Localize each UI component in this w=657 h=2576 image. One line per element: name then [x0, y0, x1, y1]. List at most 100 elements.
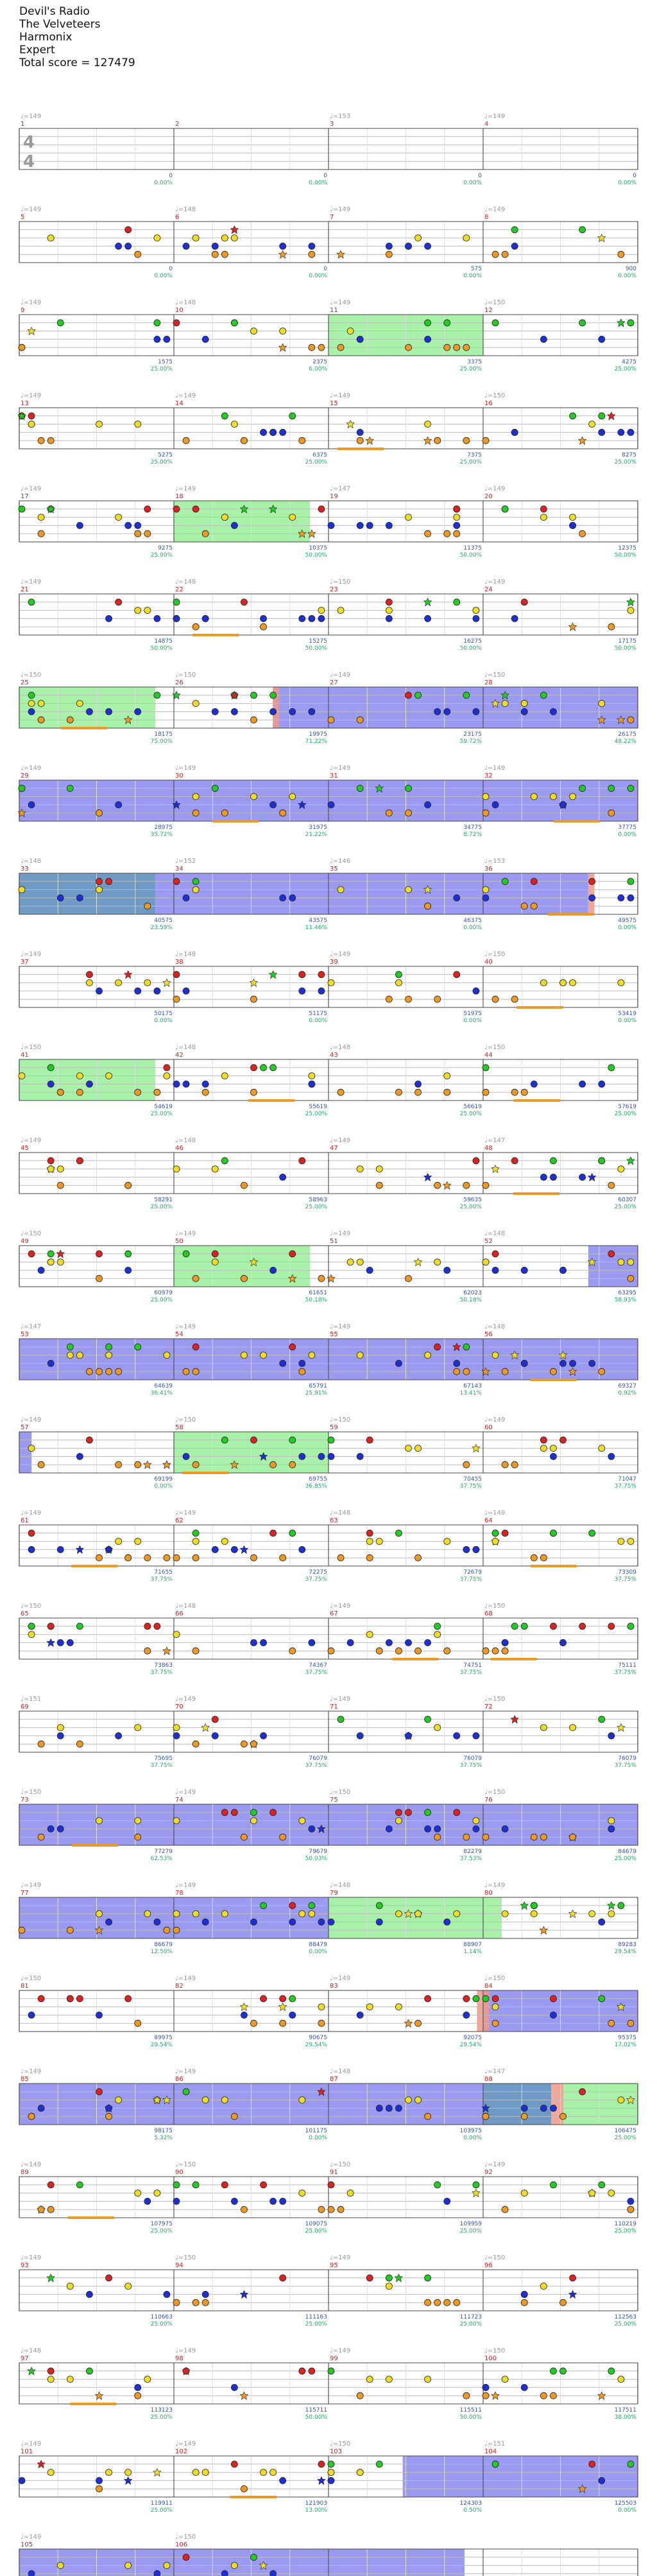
measure-percent: 37.75%: [305, 1762, 328, 1769]
note: [134, 530, 142, 537]
measure-number: 70: [175, 1703, 183, 1710]
star-note: [327, 1274, 336, 1283]
note: [424, 319, 432, 327]
note: [28, 2112, 35, 2120]
measure-number: 22: [175, 586, 183, 593]
measure-number: 7: [330, 214, 334, 221]
note: [327, 2460, 335, 2468]
note: [76, 700, 83, 707]
note: [579, 530, 586, 537]
note: [173, 971, 180, 979]
note: [241, 598, 248, 606]
star-note: [568, 622, 577, 631]
note: [86, 971, 93, 979]
measure-score: 70455: [463, 1476, 482, 1483]
tempo-marker: ♩=149: [175, 1789, 196, 1796]
measure-score: 69199: [154, 1476, 173, 1483]
tempo-marker: ♩=151: [484, 2441, 505, 2448]
measure-score: 2375: [312, 359, 327, 365]
measure-percent: 37.75%: [460, 1669, 482, 1676]
note: [192, 1554, 200, 1562]
measure-percent: 25.00%: [151, 366, 173, 372]
note: [250, 1918, 257, 1926]
note: [501, 250, 509, 258]
measure-score: 54619: [154, 1104, 173, 1110]
note: [28, 692, 35, 699]
note: [192, 878, 200, 885]
chart-row: 97♩=14811312325.00%98♩=14911571150.00%99…: [19, 2347, 638, 2421]
note: [144, 530, 151, 537]
chart-row: 9♩=149157525.00%10♩=14823756.00%11♩=1493…: [18, 299, 638, 372]
measure-score: 40575: [154, 918, 173, 924]
tempo-marker: ♩=150: [484, 1696, 505, 1703]
note: [414, 1910, 422, 1918]
note: [424, 1825, 432, 1832]
note: [134, 522, 142, 529]
note: [221, 514, 228, 521]
tempo-marker: ♩=149: [330, 206, 350, 213]
tempo-marker: ♩=149: [21, 2441, 41, 2448]
note: [327, 1452, 335, 1460]
measure-percent: 25.00%: [305, 1204, 328, 1210]
note: [241, 1275, 248, 1282]
tempo-marker: ♩=147: [21, 1323, 41, 1330]
tempo-marker: ♩=150: [175, 2534, 196, 2541]
overdrive-phrase: [273, 687, 638, 728]
measure-percent: 25.00%: [151, 1204, 173, 1210]
note: [424, 530, 432, 537]
note: [405, 692, 412, 699]
note: [86, 708, 93, 715]
note: [559, 2367, 567, 2375]
kick-note: [547, 913, 595, 916]
star-note: [558, 1350, 568, 1360]
note: [463, 1368, 470, 1375]
star-note: [375, 784, 384, 793]
note: [608, 1817, 615, 1825]
note: [201, 615, 209, 622]
note: [163, 1926, 171, 1934]
measure-percent: 50.00%: [460, 552, 482, 559]
measure-percent: 0.00%: [618, 2507, 636, 2514]
measure-score: 107975: [151, 2221, 173, 2227]
note: [366, 1267, 373, 1274]
measure-number: 65: [21, 1610, 29, 1617]
tempo-marker: ♩=149: [330, 1323, 350, 1330]
note: [608, 1623, 615, 1630]
note: [405, 242, 412, 250]
measure-number: 80: [484, 1890, 493, 1897]
tempo-marker: ♩=149: [175, 2441, 196, 2448]
note: [134, 607, 142, 614]
song-charter: Harmonix: [19, 31, 73, 44]
note: [96, 1275, 103, 1282]
measure-number: 85: [21, 2076, 29, 2083]
measure-score: 76079: [309, 1755, 327, 1762]
note: [511, 615, 518, 622]
star-note: [239, 505, 249, 514]
note: [173, 615, 180, 622]
star-note: [153, 2095, 162, 2105]
note: [434, 437, 441, 444]
note: [144, 1554, 151, 1562]
note: [579, 1081, 586, 1088]
note: [308, 1352, 316, 1359]
note: [550, 1368, 557, 1375]
note: [318, 505, 325, 513]
note: [76, 522, 83, 529]
note: [105, 2274, 112, 2282]
note: [144, 1623, 151, 1630]
note: [308, 242, 316, 250]
note: [472, 1732, 480, 1739]
measure-score: 88907: [463, 1942, 482, 1948]
measure-number: 92: [484, 2169, 493, 2176]
measure-percent: 50.00%: [460, 645, 482, 652]
note: [453, 505, 461, 513]
note: [617, 2096, 625, 2104]
tempo-marker: ♩=148: [21, 858, 41, 865]
note: [173, 1732, 180, 1739]
measure-percent: 59.72%: [460, 738, 482, 745]
note: [318, 988, 325, 995]
measure-score: 119911: [151, 2500, 173, 2507]
measure-percent: 50.00%: [460, 2414, 482, 2421]
note: [221, 1538, 228, 1545]
note: [434, 1724, 441, 1732]
